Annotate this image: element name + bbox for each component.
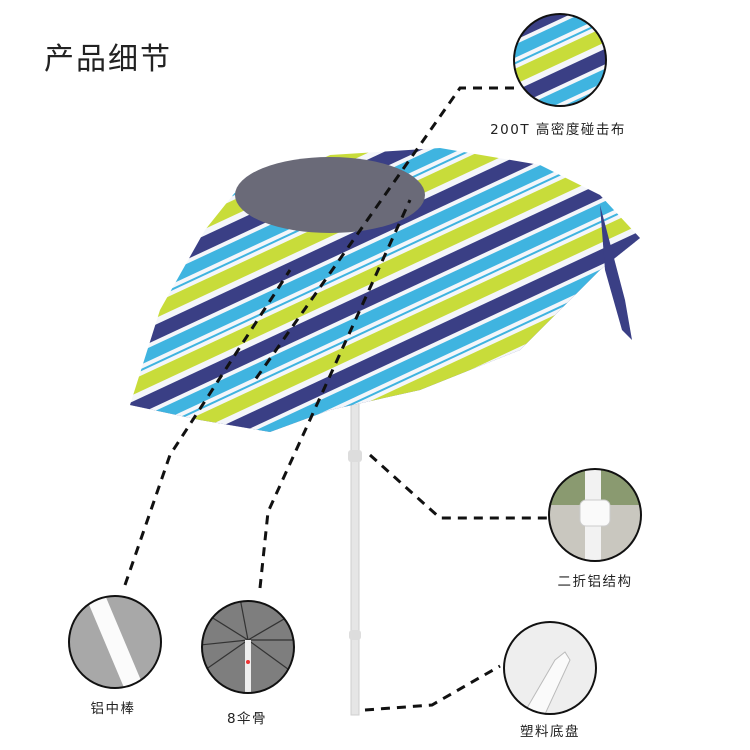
fabric-closeup: [514, 14, 606, 106]
callout-label-fabric: 200T 高密度碰击布: [490, 122, 626, 138]
callout-label-base: 塑料底盘: [520, 724, 580, 740]
umbrella: [130, 148, 640, 716]
folding-joint-closeup: [549, 469, 641, 561]
callout-label-folding-joint: 二折铝结构: [557, 574, 633, 590]
callout-label-ribs: 8伞骨: [226, 711, 268, 727]
leader-lines: [123, 86, 548, 712]
strap: [600, 205, 632, 340]
pole-joint: [348, 450, 362, 462]
plastic-base-closeup: [504, 622, 596, 714]
aluminum-pole-closeup: [69, 596, 161, 688]
callout-label-pole: 铝中棒: [90, 701, 136, 717]
canopy-vent: [235, 157, 425, 233]
ribs-closeup: [202, 601, 294, 693]
umbrella-pole: [350, 394, 360, 716]
page-title: 产品细节: [44, 42, 172, 77]
